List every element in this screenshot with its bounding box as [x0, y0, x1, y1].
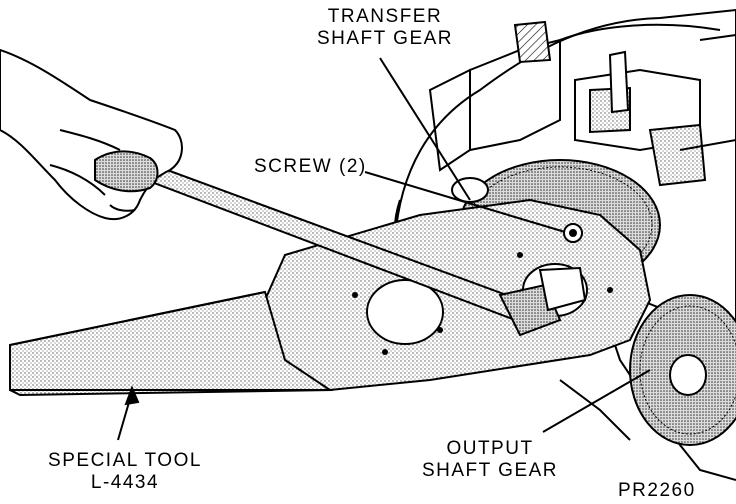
output-shaft-gear	[629, 294, 736, 446]
transfer-gear-leader	[379, 57, 471, 201]
figure-id: PR2260	[618, 480, 696, 501]
transfer-label-line1: TRANSFER	[327, 6, 443, 27]
output-shaft-gear-label: OUTPUT SHAFT GEAR	[420, 438, 560, 482]
wrench-icon	[117, 158, 587, 337]
special-tool-label-line1: SPECIAL TOOL	[48, 450, 202, 471]
special-tool-label: SPECIAL TOOL L-4434	[40, 450, 210, 494]
special-tool-label-line2: L-4434	[90, 472, 160, 493]
transfer-label-line2: SHAFT GEAR	[316, 28, 454, 49]
special-tool-arrowhead	[124, 385, 140, 406]
hand-icon	[0, 48, 183, 220]
spanner-tool-icon	[9, 290, 334, 397]
output-label-line2: SHAFT GEAR	[421, 460, 559, 481]
output-label-line1: OUTPUT	[446, 438, 534, 459]
output-gear-leader	[542, 369, 651, 433]
screw-leader	[364, 171, 566, 233]
leader-lines	[117, 57, 651, 441]
screw-label: SCREW (2)	[254, 156, 367, 177]
transfer-shaft-gear-label: TRANSFER SHAFT GEAR	[310, 6, 460, 50]
